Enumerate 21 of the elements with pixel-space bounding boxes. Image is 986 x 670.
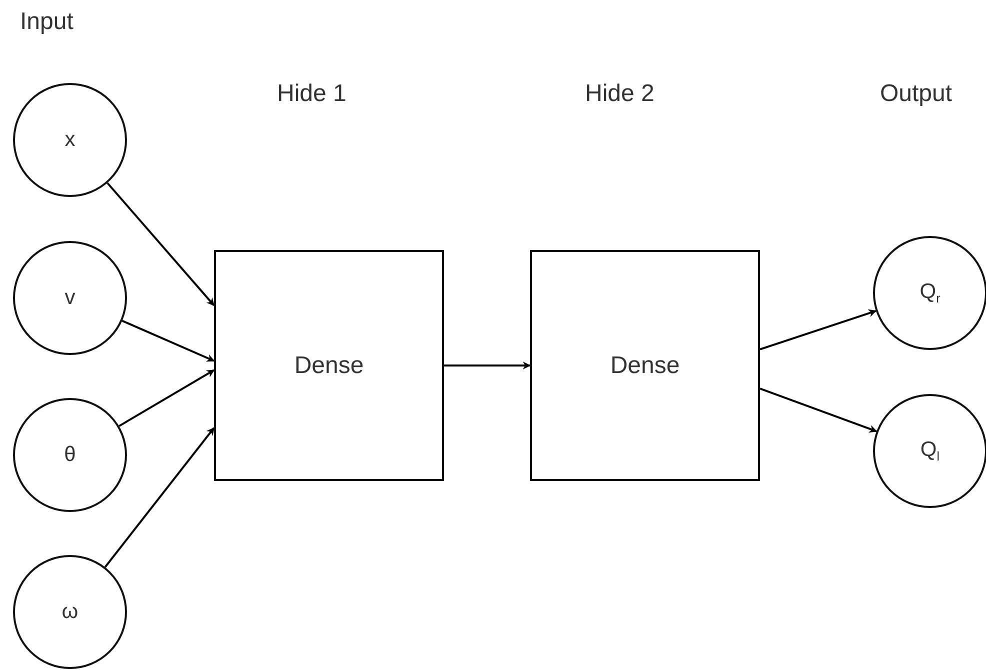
arrow [760,388,878,433]
neuron-label: x [64,128,76,152]
arrow [104,427,215,568]
layer-heading: Input [20,8,74,36]
arrow [106,182,215,306]
neuron-label: θ [64,443,76,467]
layer-heading: Hide 1 [277,80,346,108]
layer-label: Dense [294,352,364,380]
neuron-label: Q$_{r}$ [920,280,940,306]
neuron-label: ω [62,600,78,624]
arrow [122,320,215,362]
layer-box [530,250,760,481]
neuron-label: v [64,286,76,310]
arrow [118,369,215,427]
layer-heading: Hide 2 [585,80,654,108]
arrow [444,362,531,370]
neuron-label: Q$_{l}$ [920,438,940,464]
layer-label: Dense [610,352,680,380]
layer-box [214,250,444,481]
arrow [760,309,877,350]
layer-heading: Output [880,80,952,108]
